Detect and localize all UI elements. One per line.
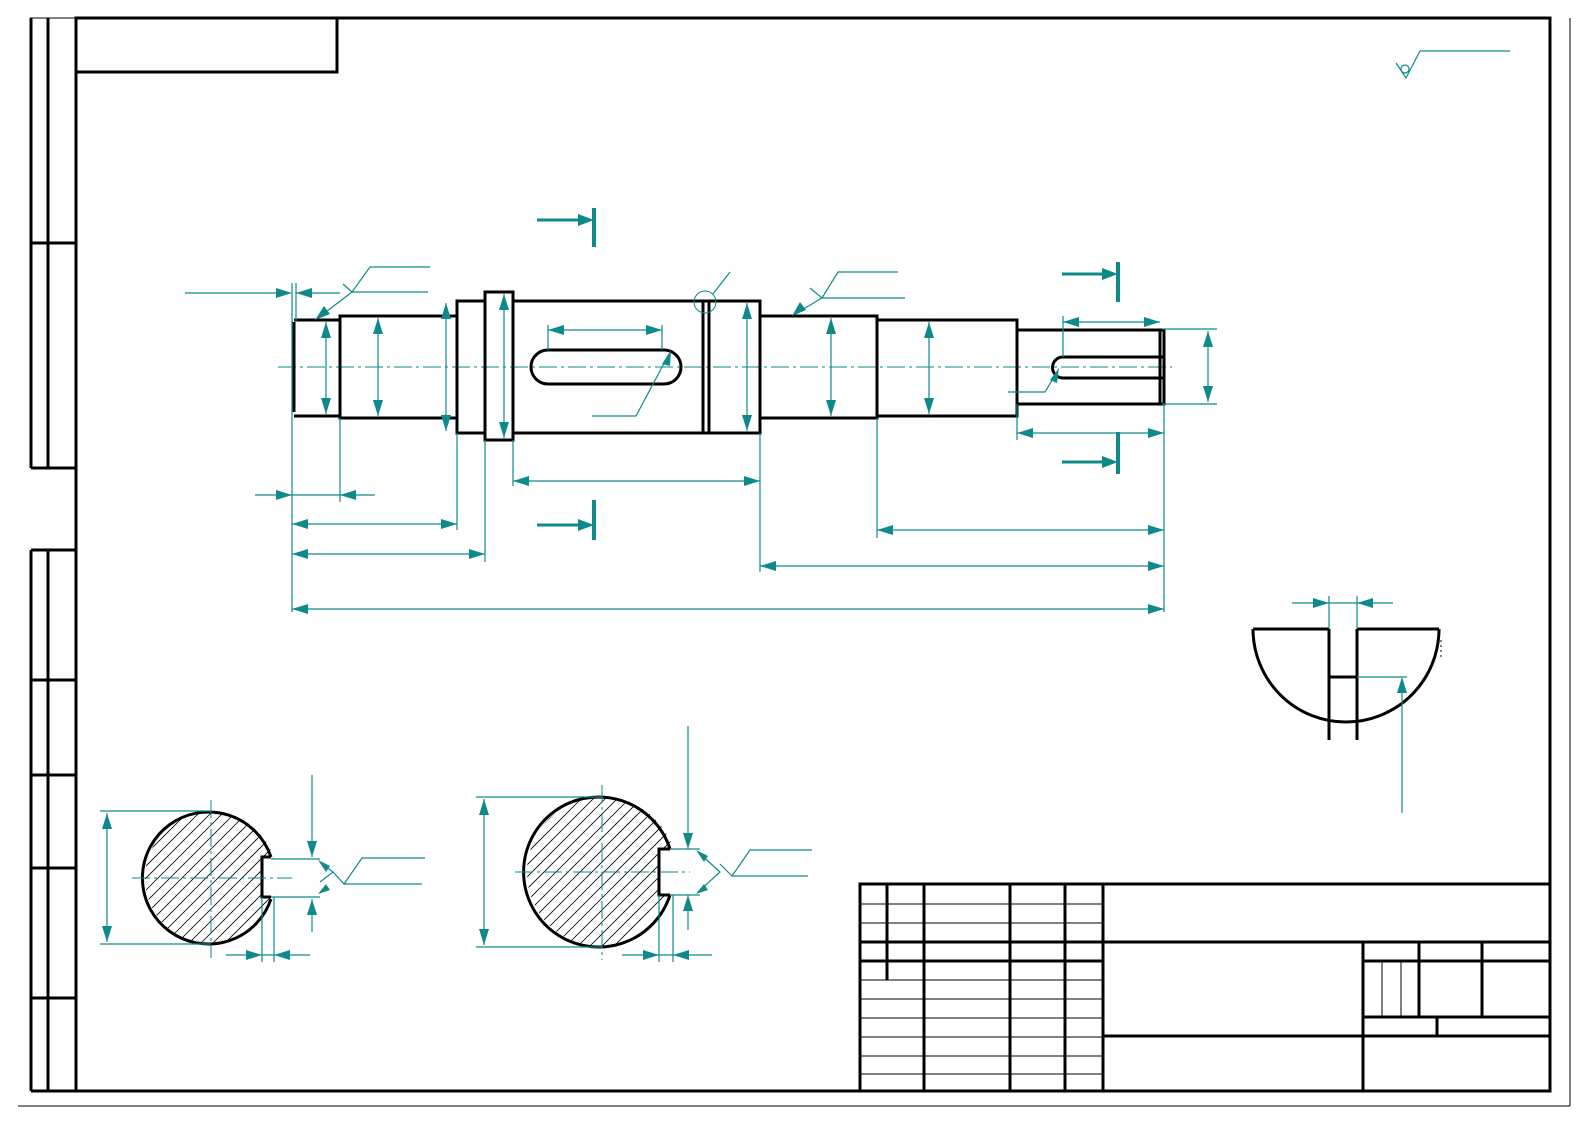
section-marker-b-top	[1062, 262, 1120, 302]
top-left-box	[76, 18, 339, 74]
dimensions	[185, 283, 1217, 614]
section-marker-a-bottom	[537, 500, 596, 540]
left-margin-strip	[29, 18, 76, 1093]
section-a-view	[100, 775, 425, 962]
section-b-view	[476, 726, 812, 962]
title-block	[858, 882, 1552, 1093]
main-view	[185, 208, 1217, 614]
roughness-leader-2	[792, 271, 905, 316]
sheet-frame	[18, 16, 1571, 1107]
section-marker-a-top	[537, 208, 596, 247]
section-marker-b-bottom	[1062, 432, 1120, 474]
roughness-leader-1	[315, 266, 430, 320]
detail-view	[1251, 596, 1442, 813]
shaft-outline	[292, 290, 1166, 442]
roughness-symbol-general	[1395, 50, 1510, 80]
